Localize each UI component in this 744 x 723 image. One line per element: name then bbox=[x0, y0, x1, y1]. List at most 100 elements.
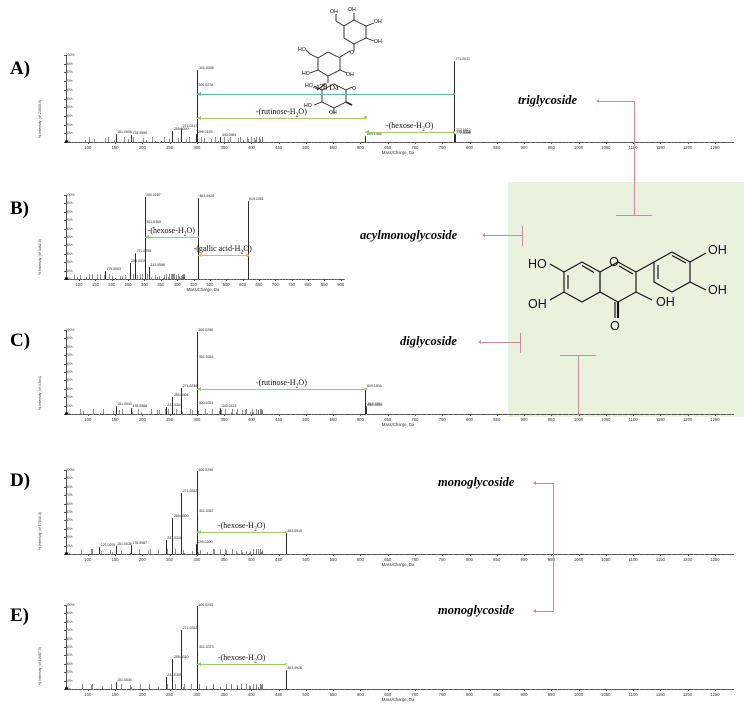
x-axis-minor-tick bbox=[190, 279, 192, 281]
noise-peak bbox=[122, 409, 124, 414]
peak-label: 301.0373 bbox=[198, 644, 214, 649]
noise-peak bbox=[92, 549, 94, 554]
peak-label-leader bbox=[196, 133, 198, 135]
spectrum-peak bbox=[196, 331, 198, 414]
x-axis-tick-label: 100 bbox=[84, 691, 92, 697]
peak-label-leader bbox=[181, 629, 183, 631]
spectrum-peak bbox=[129, 263, 131, 279]
x-axis-tick bbox=[524, 414, 526, 416]
y-axis-tick bbox=[64, 554, 66, 555]
noise-peak bbox=[215, 137, 217, 142]
peak-label-leader bbox=[247, 201, 249, 202]
spectrum-peak bbox=[115, 682, 117, 689]
x-axis-tick bbox=[142, 142, 144, 144]
spectrum-peak bbox=[144, 224, 146, 279]
x-axis-tick bbox=[633, 689, 635, 691]
x-axis-minor-tick bbox=[349, 414, 351, 416]
spectrum-peak bbox=[454, 134, 456, 142]
peak-label: 271.0262 bbox=[182, 625, 198, 630]
peak-label-leader bbox=[181, 128, 183, 129]
x-axis-minor-tick bbox=[507, 414, 509, 416]
x-axis-minor-tick bbox=[404, 554, 406, 556]
x-axis-minor-tick bbox=[420, 689, 422, 691]
x-axis-minor-tick bbox=[704, 689, 705, 691]
peak-label-leader bbox=[197, 648, 199, 650]
spectrum-peak bbox=[365, 388, 367, 414]
noise-peak bbox=[255, 548, 257, 554]
x-axis-minor-tick bbox=[158, 414, 160, 416]
peak-label-leader bbox=[197, 513, 199, 514]
spectrum-peak bbox=[197, 70, 199, 142]
x-axis-minor-tick bbox=[136, 142, 138, 144]
x-axis-tick-label: 1200 bbox=[682, 556, 693, 562]
x-axis-tick bbox=[660, 689, 662, 691]
x-axis-tick bbox=[333, 554, 335, 556]
x-axis-tick-label: 750 bbox=[438, 416, 446, 422]
quercetin-structure: O HO OH OH O OH OH bbox=[528, 243, 727, 333]
y-axis-tick bbox=[64, 495, 66, 497]
neutral-loss-label: -(rutinose-H2O) bbox=[256, 377, 307, 390]
noise-peak bbox=[237, 408, 239, 414]
x-axis-minor-tick bbox=[371, 414, 373, 416]
neutral-loss-endpoint bbox=[364, 387, 367, 390]
x-axis-minor-tick bbox=[594, 142, 596, 144]
noise-peak bbox=[235, 412, 237, 414]
x-axis-minor-tick bbox=[545, 689, 547, 691]
noise-peak bbox=[167, 277, 169, 279]
spectrum-panel-e: 100%90%80%70%60%50%40%30%20%10%0%% Inten… bbox=[38, 603, 734, 703]
spectrum-peak bbox=[135, 253, 137, 279]
x-axis-minor-tick bbox=[425, 689, 427, 691]
x-axis-tick-label: 300 bbox=[193, 556, 201, 562]
structure-highlight-box bbox=[508, 182, 744, 417]
x-axis-minor-tick bbox=[638, 414, 640, 416]
x-axis-tick-label: 850 bbox=[493, 144, 501, 150]
spectrum-peak bbox=[165, 407, 167, 414]
origin-marker bbox=[64, 276, 68, 280]
x-axis-tick bbox=[115, 689, 117, 691]
y-axis-tick bbox=[64, 211, 66, 213]
x-axis-minor-tick bbox=[170, 279, 172, 281]
x-axis-minor-tick bbox=[222, 279, 224, 281]
x-axis-minor-tick bbox=[185, 689, 187, 691]
x-axis-minor-tick bbox=[267, 689, 269, 691]
x-axis-minor-tick bbox=[229, 689, 231, 691]
noise-peak bbox=[213, 685, 215, 689]
x-axis-minor-tick bbox=[698, 142, 700, 144]
x-axis-minor-tick bbox=[157, 279, 159, 281]
svg-text:OH: OH bbox=[708, 243, 727, 257]
x-axis-minor-tick bbox=[382, 689, 384, 691]
x-axis-minor-tick bbox=[627, 554, 629, 556]
peak-label: 609.1496 bbox=[366, 132, 382, 137]
x-axis-tick bbox=[578, 142, 580, 144]
x-axis-minor-tick bbox=[273, 414, 275, 416]
x-axis-minor-tick bbox=[584, 689, 586, 691]
svg-text:HO: HO bbox=[302, 71, 310, 77]
spectrum-peak bbox=[99, 547, 101, 554]
x-axis-tick-label: 500 bbox=[302, 416, 310, 422]
x-axis-minor-tick bbox=[622, 554, 624, 556]
x-axis-minor-tick bbox=[507, 689, 509, 691]
x-axis-tick bbox=[551, 689, 553, 691]
peak-label-leader bbox=[115, 681, 117, 683]
y-axis-tick-label: 60% bbox=[66, 501, 73, 506]
x-axis-tick bbox=[605, 414, 607, 416]
x-axis-minor-tick bbox=[158, 554, 160, 556]
x-axis-minor-tick bbox=[173, 279, 175, 281]
noise-peak bbox=[102, 408, 104, 414]
x-axis-tick bbox=[469, 142, 471, 144]
noise-peak bbox=[190, 409, 192, 414]
x-axis-tick-label: 950 bbox=[547, 556, 555, 562]
noise-peak bbox=[161, 140, 163, 142]
x-axis-minor-tick bbox=[295, 142, 297, 144]
noise-peak bbox=[224, 409, 226, 414]
spectrum-peak bbox=[130, 135, 132, 142]
peak-label: 300.6251 bbox=[198, 401, 214, 405]
x-axis-minor-tick bbox=[704, 142, 705, 144]
x-axis-minor-tick bbox=[175, 554, 177, 556]
x-axis-minor-tick bbox=[105, 279, 107, 281]
x-axis-tick bbox=[387, 414, 389, 416]
x-axis-minor-tick bbox=[203, 279, 205, 281]
x-axis-minor-tick bbox=[464, 142, 466, 144]
x-axis-minor-tick bbox=[235, 554, 237, 556]
noise-peak bbox=[159, 275, 161, 279]
